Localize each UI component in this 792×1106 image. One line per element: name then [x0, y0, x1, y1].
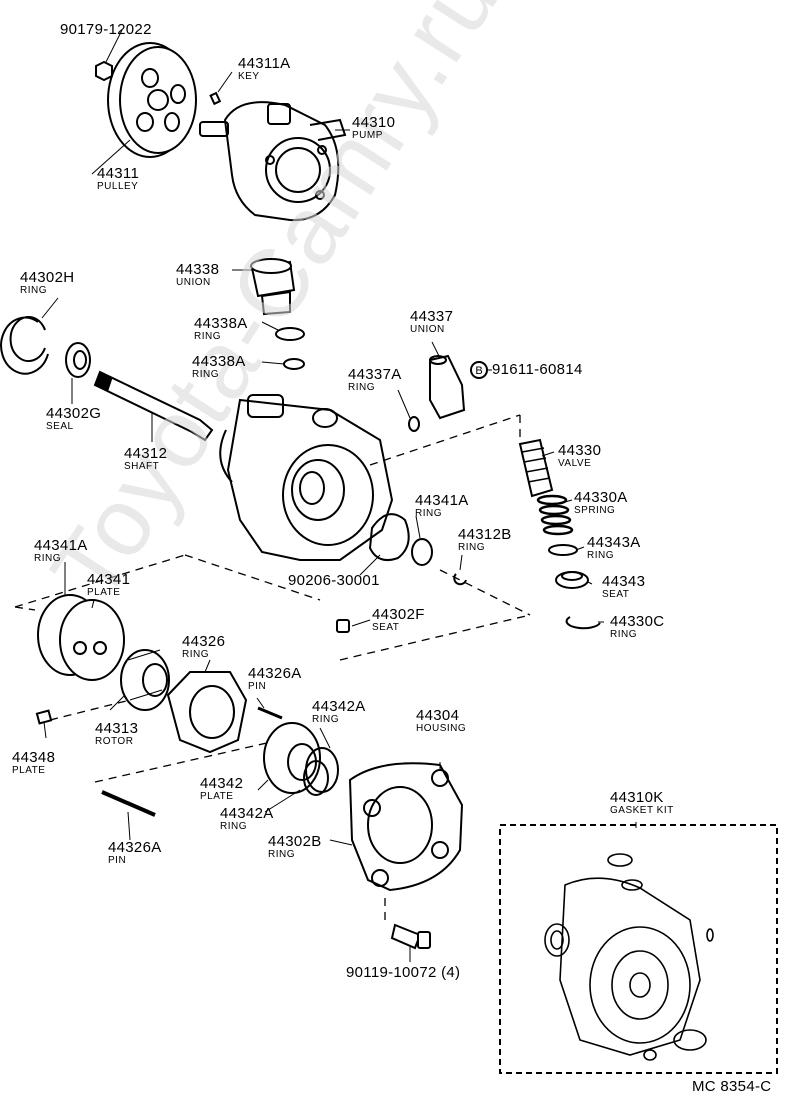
- rotor-drawing: [120, 649, 170, 711]
- pump-drawing: [199, 101, 347, 222]
- label-90206: 90206-30001: [288, 572, 380, 589]
- snap-ring-drawing: [0, 316, 49, 375]
- gasket-kit-box: [499, 824, 778, 1074]
- gasket-kit-drawing: [544, 853, 714, 1061]
- elbow-union-drawing: [429, 354, 466, 420]
- side-plate-drawing: [37, 594, 125, 681]
- rear-housing-drawing: [348, 762, 464, 892]
- figure-code: MC 8354-C: [692, 1078, 772, 1095]
- pulley-drawing: [107, 42, 197, 158]
- key-drawing: [209, 91, 222, 106]
- label-90119: 90119-10072 (4): [346, 964, 461, 981]
- cam-ring-drawing: [166, 671, 248, 754]
- valve-drawing: [518, 438, 554, 498]
- ref-marker-b: B: [475, 365, 482, 377]
- label-91611: 91611-60814: [492, 361, 583, 378]
- seal-drawing: [65, 342, 91, 378]
- seat-drawing: [555, 571, 589, 589]
- gasket-drawing: [368, 513, 410, 561]
- pump-body-drawing: [219, 394, 394, 561]
- label-90179: 90179-12022: [60, 21, 152, 38]
- o-ring-drawing: [275, 327, 305, 341]
- spring-drawing: [536, 494, 574, 536]
- long-pin-drawing: [101, 790, 156, 817]
- shaft-drawing: [93, 370, 214, 442]
- union-drawing: [250, 258, 296, 316]
- nut-drawing: [95, 60, 113, 82]
- pressure-plate-drawing: [263, 722, 339, 796]
- bolt-drawing: [390, 923, 431, 950]
- b-marker: [470, 361, 488, 379]
